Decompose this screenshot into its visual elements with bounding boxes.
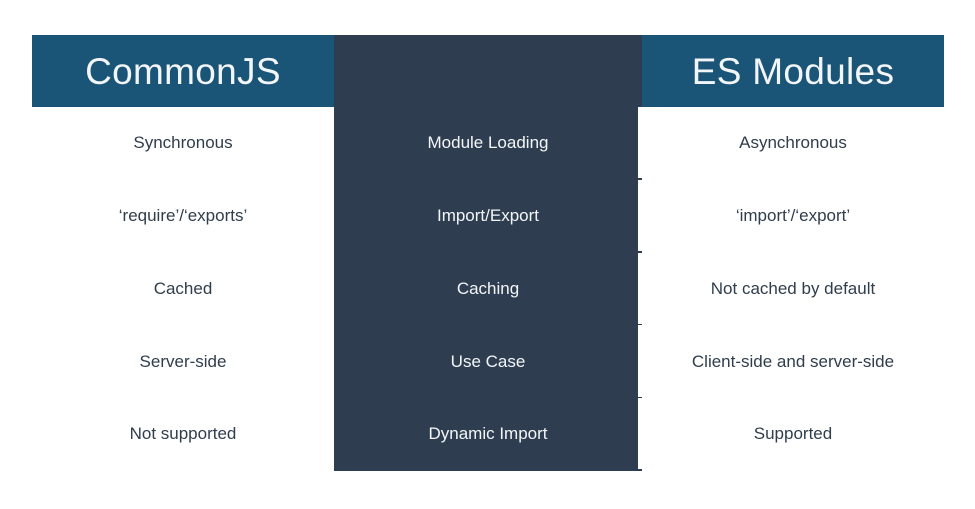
cell-text: Use Case — [450, 351, 526, 371]
header-cell-middle — [334, 35, 642, 107]
cell-text: Asynchronous — [739, 133, 847, 153]
cell-commonjs: ‘require’/‘exports’ — [32, 179, 334, 253]
table-header-row: CommonJS ES Modules — [32, 35, 944, 107]
cell-feature: Use Case — [334, 325, 642, 398]
cell-text: Not cached by default — [710, 278, 876, 298]
cell-text: Cached — [153, 278, 213, 298]
cell-es-modules: Client-side and server-side — [642, 325, 944, 399]
cell-es-modules: Not cached by default — [642, 252, 944, 326]
cell-feature: Import/Export — [334, 180, 642, 253]
table-row: Server-side Use Case Client-side and ser… — [32, 325, 944, 399]
cell-text: Import/Export — [436, 206, 540, 225]
cell-text: Synchronous — [133, 133, 233, 153]
cell-commonjs: Server-side — [32, 325, 334, 399]
cell-commonjs: Synchronous — [32, 107, 334, 180]
cell-text: Not supported — [129, 424, 237, 444]
middle-column-band — [334, 35, 638, 471]
cell-text: ‘require’/‘exports’ — [118, 206, 248, 225]
cell-text: Caching — [456, 278, 520, 298]
header-label-es-modules: ES Modules — [691, 50, 895, 92]
cell-text: Client-side and server-side — [691, 351, 895, 371]
cell-feature: Module Loading — [334, 107, 642, 180]
cell-es-modules: ‘import’/‘export’ — [642, 179, 944, 253]
cell-text: Dynamic Import — [428, 424, 548, 444]
cell-feature: Caching — [334, 253, 642, 326]
cell-commonjs: Cached — [32, 252, 334, 326]
cell-es-modules: Asynchronous — [642, 107, 944, 180]
header-label-commonjs: CommonJS — [85, 50, 281, 92]
table-row: Cached Caching Not cached by default — [32, 252, 944, 326]
cell-text: ‘import’/‘export’ — [735, 206, 851, 225]
cell-text: Module Loading — [427, 133, 549, 153]
header-cell-es-modules: ES Modules — [642, 35, 944, 107]
cell-commonjs: Not supported — [32, 398, 334, 471]
table-body: Synchronous Module Loading Asynchronous … — [32, 107, 944, 471]
table-row: Synchronous Module Loading Asynchronous — [32, 107, 944, 180]
cell-text: Server-side — [139, 351, 227, 371]
cell-es-modules: Supported — [642, 398, 944, 471]
cell-feature: Dynamic Import — [334, 398, 642, 471]
table-row: Not supported Dynamic Import Supported — [32, 398, 944, 471]
header-cell-commonjs: CommonJS — [32, 35, 334, 107]
cell-text: Supported — [753, 424, 833, 444]
comparison-table: CommonJS ES Modules Synchronous Module L… — [32, 35, 944, 471]
table-row: ‘require’/‘exports’ Import/Export ‘impor… — [32, 179, 944, 253]
